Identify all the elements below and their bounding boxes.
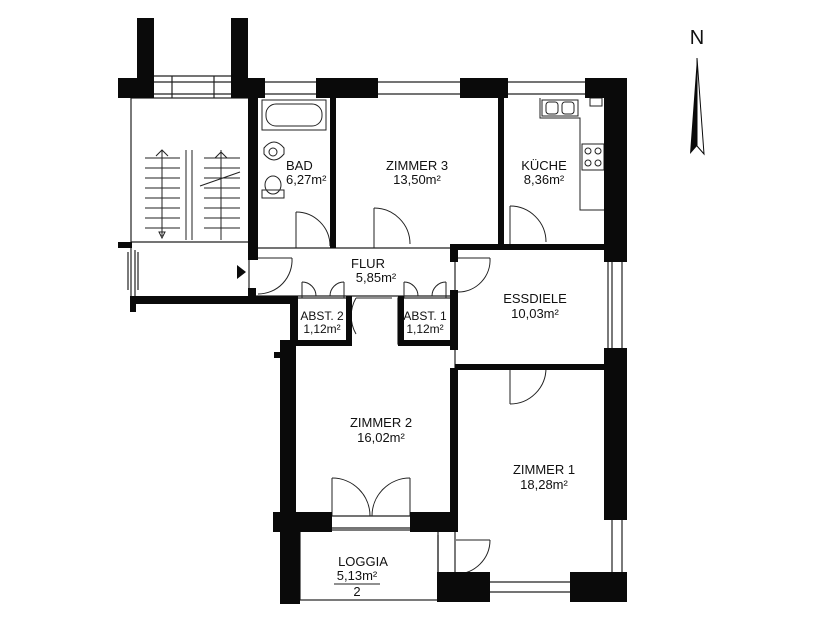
room-name-zimmer2: ZIMMER 2	[350, 415, 412, 430]
room-name-abst2: ABST. 2	[300, 309, 344, 323]
room-name-abst1: ABST. 1	[403, 309, 447, 323]
room-area-zimmer3: 13,50m²	[393, 172, 441, 187]
room-area-abst2: 1,12m²	[303, 322, 340, 336]
room-name-loggia: LOGGIA	[338, 554, 388, 569]
room-area-bad: 6,27m²	[286, 172, 327, 187]
compass-label: N	[690, 27, 704, 49]
room-name-kueche: KÜCHE	[521, 158, 567, 173]
room-area-kueche: 8,36m²	[524, 172, 565, 187]
doors	[256, 205, 547, 575]
room-name-bad: BAD	[286, 158, 313, 173]
staircase	[145, 149, 241, 240]
room-area-flur: 5,85m²	[356, 270, 397, 285]
walls	[118, 18, 627, 604]
loggia-fraction-denominator: 2	[353, 584, 360, 599]
room-area-essdiele: 10,03m²	[511, 306, 559, 321]
room-labels: BAD 6,27m² ZIMMER 3 13,50m² KÜCHE 8,36m²…	[286, 158, 575, 599]
room-name-zimmer1: ZIMMER 1	[513, 462, 575, 477]
bathroom-fixtures	[261, 99, 327, 199]
room-area-loggia: 5,13m²	[337, 568, 378, 583]
room-name-essdiele: ESSDIELE	[503, 291, 567, 306]
kitchen-fixtures	[539, 97, 605, 211]
entrance-arrow-icon	[237, 265, 246, 279]
north-arrow-icon	[690, 57, 705, 156]
room-area-zimmer1: 18,28m²	[520, 477, 568, 492]
room-area-zimmer2: 16,02m²	[357, 430, 405, 445]
room-area-abst1: 1,12m²	[406, 322, 443, 336]
room-name-zimmer3: ZIMMER 3	[386, 158, 448, 173]
room-name-flur: FLUR	[351, 256, 385, 271]
